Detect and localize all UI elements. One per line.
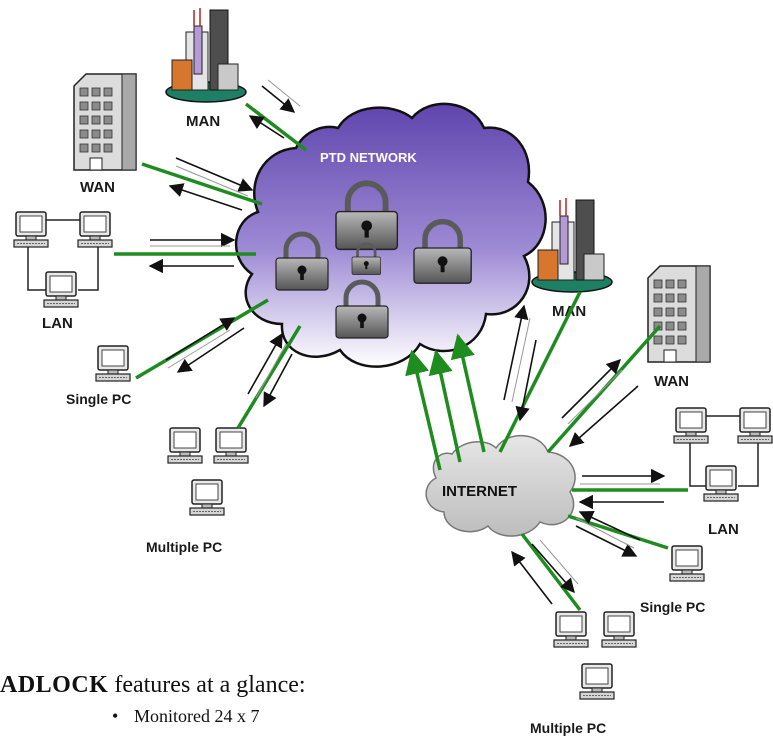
right-lan-label: LAN bbox=[708, 521, 739, 538]
network-links bbox=[114, 102, 688, 612]
computer-icon bbox=[669, 545, 705, 582]
computer-icon bbox=[43, 271, 79, 308]
left-wan-label: WAN bbox=[80, 179, 115, 196]
traffic-arrows bbox=[148, 85, 666, 605]
man-city-icon bbox=[165, 7, 247, 103]
feature-item: Monitored 24 x 7 bbox=[112, 706, 260, 727]
computer-icon bbox=[189, 479, 225, 516]
computer-icon bbox=[673, 407, 709, 444]
computer-icon bbox=[579, 663, 615, 700]
computer-icon bbox=[95, 345, 131, 382]
right-multiple-pc-label: Multiple PC bbox=[530, 720, 606, 736]
left-multiple-pc-label: Multiple PC bbox=[146, 539, 222, 555]
right-multiple-pc-group bbox=[553, 611, 637, 700]
features-heading: ADLOCK features at a glance: bbox=[0, 672, 306, 699]
wan-building-icon bbox=[73, 73, 137, 171]
computer-icon bbox=[601, 611, 637, 648]
wan-building-icon bbox=[647, 265, 711, 363]
left-multiple-pc-group bbox=[167, 427, 249, 516]
computer-icon bbox=[77, 211, 113, 248]
computer-icon bbox=[167, 427, 203, 464]
features-heading-text: features at a glance: bbox=[108, 672, 306, 698]
computer-icon bbox=[553, 611, 589, 648]
computer-icon bbox=[213, 427, 249, 464]
right-single-pc-label: Single PC bbox=[640, 599, 705, 615]
internet-cloud bbox=[425, 434, 576, 537]
left-lan-group bbox=[13, 211, 113, 308]
left-lan-label: LAN bbox=[42, 315, 73, 332]
computer-icon bbox=[13, 211, 49, 248]
traffic-companion-lines bbox=[150, 79, 660, 585]
right-lan-group bbox=[673, 407, 773, 502]
features-section: ADLOCK features at a glance: Monitored 2… bbox=[0, 670, 400, 738]
left-man-label: MAN bbox=[186, 113, 220, 130]
features-list: Monitored 24 x 7 bbox=[112, 706, 260, 727]
ptd-network-label: PTD NETWORK bbox=[320, 150, 417, 165]
internet-label: INTERNET bbox=[442, 483, 517, 500]
features-heading-brand: ADLOCK bbox=[0, 672, 109, 698]
left-single-pc-label: Single PC bbox=[66, 391, 131, 407]
computer-icon bbox=[703, 465, 739, 502]
right-wan-label: WAN bbox=[654, 373, 689, 390]
computer-icon bbox=[737, 407, 773, 444]
